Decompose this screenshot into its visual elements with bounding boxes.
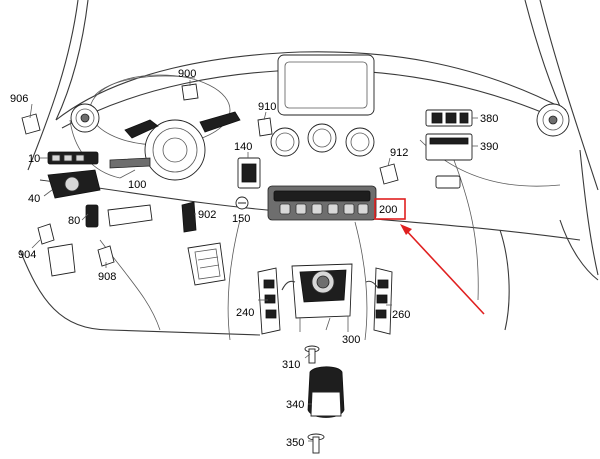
part-260-right-bezel <box>373 267 393 335</box>
part-900-connector <box>181 83 199 101</box>
callout-240: 240 <box>236 307 254 319</box>
callout-912: 912 <box>390 147 408 159</box>
pedal <box>187 242 226 286</box>
callout-910: 910 <box>258 101 276 113</box>
left-footwell-panel <box>107 204 153 227</box>
part-80-switch <box>85 204 99 228</box>
display-screen <box>277 54 375 116</box>
highlight-arrow <box>403 227 485 315</box>
part-240-left-bezel <box>257 267 281 335</box>
part-310-screw <box>304 345 320 364</box>
callout-140: 140 <box>234 141 252 153</box>
part-40-light-switch <box>47 169 101 199</box>
part-902-bracket <box>181 201 197 233</box>
callout-10: 10 <box>28 153 40 165</box>
callout-904: 904 <box>18 249 36 261</box>
callout-908: 908 <box>98 271 116 283</box>
part-910-connector <box>257 117 273 137</box>
part-908-connector <box>97 245 115 267</box>
left-air-vent <box>70 103 100 133</box>
part-140-module <box>237 157 261 189</box>
part-10-switch-strip <box>47 151 99 165</box>
callout-150: 150 <box>232 213 250 225</box>
part-912-connector <box>379 163 399 185</box>
leader-lines <box>29 80 478 442</box>
callout-900: 900 <box>178 68 196 80</box>
callout-260: 260 <box>392 309 410 321</box>
part-300-center-console <box>291 263 353 332</box>
left-lower-grille <box>47 243 76 277</box>
callout-100: 100 <box>128 179 146 191</box>
callout-40: 40 <box>28 193 40 205</box>
part-904-connector <box>37 223 55 245</box>
callout-340: 340 <box>286 399 304 411</box>
highlight-box <box>374 198 406 220</box>
part-906-connector <box>21 113 41 135</box>
part-340-selector <box>307 366 345 418</box>
part-350-screw <box>307 433 325 454</box>
callout-902: 902 <box>198 209 216 221</box>
right-lower-switch <box>435 175 461 189</box>
callout-390: 390 <box>480 141 498 153</box>
callout-labels: 906 10 40 904 80 908 900 100 910 140 150… <box>10 68 498 449</box>
callout-200: 200 <box>379 204 397 216</box>
callout-80: 80 <box>68 215 80 227</box>
highlight-arrowhead <box>400 224 412 235</box>
part-390-tray <box>425 133 473 161</box>
callout-380: 380 <box>480 113 498 125</box>
part-150-cap <box>235 196 249 210</box>
callout-906: 906 <box>10 93 28 105</box>
callout-310: 310 <box>282 359 300 371</box>
callout-350: 350 <box>286 437 304 449</box>
part-200-control-panel <box>267 185 377 221</box>
right-air-vent <box>536 103 570 137</box>
steering-column-area <box>89 74 241 181</box>
callout-300: 300 <box>342 334 360 346</box>
highlight-annotation <box>374 198 485 315</box>
center-air-vents <box>270 123 375 157</box>
part-380-switch-block <box>425 109 473 127</box>
